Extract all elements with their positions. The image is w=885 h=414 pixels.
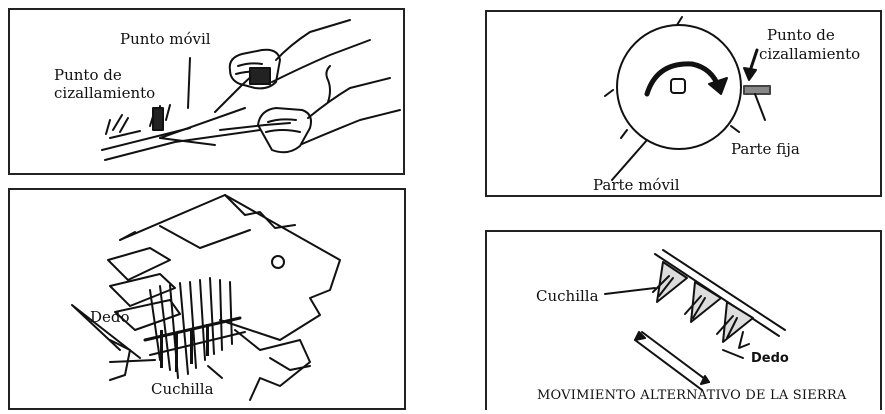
label-blade: Cuchilla <box>151 380 214 398</box>
panel-rotating-wheel: Punto de cizallamiento Parte fija Parte … <box>485 10 882 197</box>
label-blade: Cuchilla <box>536 287 599 305</box>
cutter-bar-drawing <box>71 194 341 401</box>
label-shear-point-line1: Punto de <box>54 66 122 84</box>
label-finger: Dedo <box>90 308 130 326</box>
label-moving-part: Parte móvil <box>593 176 680 194</box>
panel-shears-hand: Punto móvil Punto de cizallamiento <box>8 8 405 175</box>
caption-reciprocating-motion: MOVIMIENTO ALTERNATIVO DE LA SIERRA <box>537 388 847 403</box>
reciprocating-saw-drawing <box>604 249 786 391</box>
rotating-wheel-drawing <box>604 16 771 181</box>
label-moving-point: Punto móvil <box>120 30 211 48</box>
label-shear-point-line2: cizallamiento <box>54 84 156 102</box>
shears-hand-drawing <box>101 19 401 161</box>
label-finger: Dedo <box>751 351 789 366</box>
panel-reciprocating-saw: Cuchilla Dedo MOVIMIENTO ALTERNATIVO DE … <box>485 230 882 410</box>
label-shear-point-line1: Punto de <box>767 26 835 44</box>
label-fixed-part: Parte fija <box>731 140 800 158</box>
label-shear-point-line2: cizallamiento <box>759 45 861 63</box>
panel-cutter-bar: Dedo Cuchilla <box>8 188 406 410</box>
